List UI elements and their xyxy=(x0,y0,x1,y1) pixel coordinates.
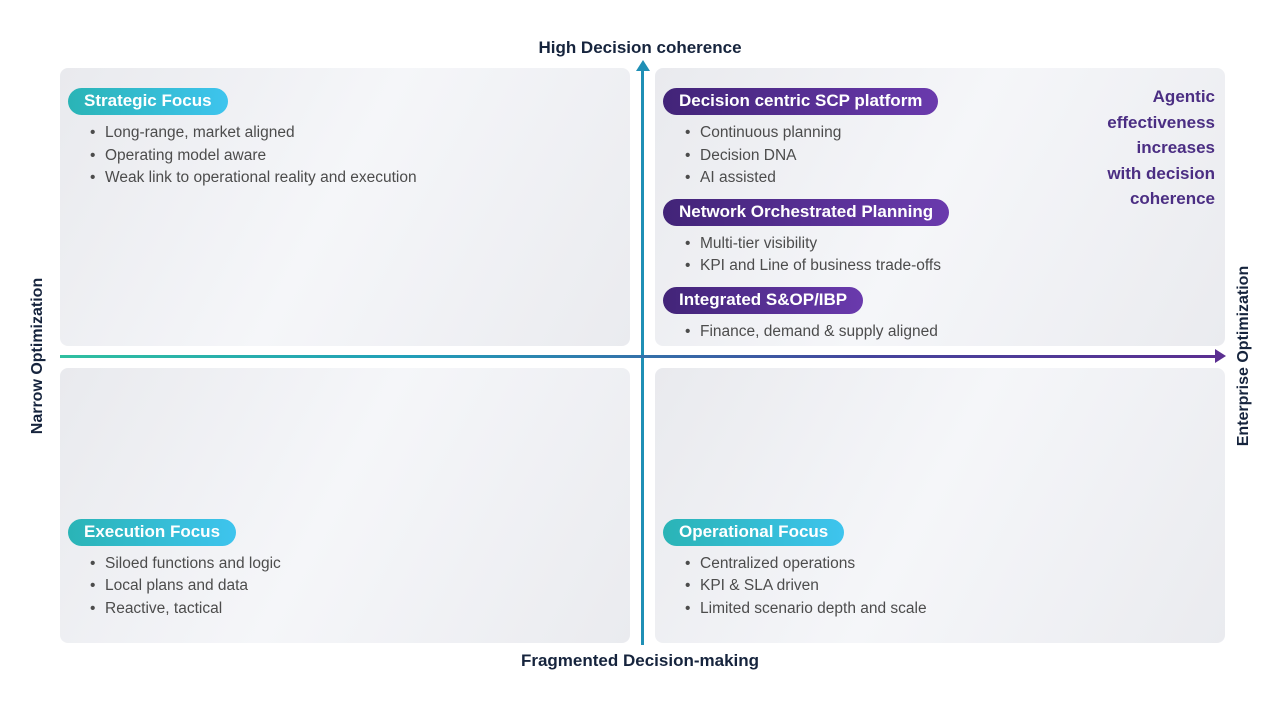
horizontal-axis-line xyxy=(60,354,1217,358)
horizontal-axis-arrowhead-icon xyxy=(1215,349,1226,363)
annotation-line: with decision xyxy=(1107,163,1215,183)
annotation-line: Agentic xyxy=(1152,87,1215,106)
axis-label-right: Enterprise Optimization xyxy=(1235,265,1252,447)
quadrant-top-right: Decision centric SCP platform Continuous… xyxy=(655,68,1225,346)
bullet-item: Siloed functions and logic xyxy=(90,553,612,576)
group-title-pill: Integrated S&OP/IBP xyxy=(663,286,864,314)
bullet-list: Finance, demand & supply aligned xyxy=(663,321,1207,344)
quadrant-bottom-left: Execution Focus Siloed functions and log… xyxy=(60,368,630,643)
group-operational-focus: Operational Focus Centralized operations… xyxy=(663,518,1207,630)
bullet-list: Long-range, market aligned Operating mod… xyxy=(68,122,612,190)
group-execution-focus: Execution Focus Siloed functions and log… xyxy=(68,518,612,630)
bullet-item: Weak link to operational reality and exe… xyxy=(90,167,612,190)
bullet-item: Multi-tier visibility xyxy=(685,233,1207,256)
group-title-pill: Strategic Focus xyxy=(68,88,228,115)
bullet-item: KPI & SLA driven xyxy=(685,575,1207,598)
bullet-item: Reactive, tactical xyxy=(90,598,612,621)
group-strategic-focus: Strategic Focus Long-range, market align… xyxy=(68,88,612,190)
bullet-item: Continuous planning xyxy=(685,122,1207,145)
bullet-list: Centralized operations KPI & SLA driven … xyxy=(663,553,1207,621)
group-title-pill: Execution Focus xyxy=(68,518,237,546)
vertical-axis-line xyxy=(641,70,644,645)
agentic-effectiveness-annotation: Agentic effectiveness increases with dec… xyxy=(1065,84,1215,212)
group-decision-centric-scp-platform: Decision centric SCP platform Continuous… xyxy=(663,88,1207,190)
annotation-line: coherence xyxy=(1129,189,1215,208)
bullet-item: Operating model aware xyxy=(90,145,612,168)
bullet-item: Local plans and data xyxy=(90,575,612,598)
bullet-item: Centralized operations xyxy=(685,553,1207,576)
group-title-pill: Operational Focus xyxy=(663,518,845,546)
bullet-list: Siloed functions and logic Local plans a… xyxy=(68,553,612,621)
annotation-line: effectiveness xyxy=(1107,112,1215,132)
bullet-item: Limited scenario depth and scale xyxy=(685,598,1207,621)
annotation-line: increases xyxy=(1136,138,1215,157)
group-title-pill: Network Orchestrated Planning xyxy=(663,198,950,226)
bullet-list: Continuous planning Decision DNA AI assi… xyxy=(663,122,1207,190)
axis-label-top: High Decision coherence xyxy=(538,38,742,57)
vertical-axis-arrowhead-icon xyxy=(635,60,650,71)
group-network-orchestrated-planning: Network Orchestrated Planning Multi-tier… xyxy=(663,198,1207,278)
group-title-pill: Decision centric SCP platform xyxy=(663,88,939,115)
quadrant-top-left: Strategic Focus Long-range, market align… xyxy=(60,68,630,346)
bullet-item: AI assisted xyxy=(685,167,1207,190)
group-integrated-sop-ibp: Integrated S&OP/IBP Finance, demand & su… xyxy=(663,286,1207,344)
bullet-item: KPI and Line of business trade-offs xyxy=(685,255,1207,278)
bullet-item: Finance, demand & supply aligned xyxy=(685,321,1207,344)
bullet-item: Long-range, market aligned xyxy=(90,122,612,145)
axis-label-left: Narrow Optimization xyxy=(29,277,46,435)
quadrant-bottom-right: Operational Focus Centralized operations… xyxy=(655,368,1225,643)
bullet-item: Decision DNA xyxy=(685,145,1207,168)
axis-label-bottom: Fragmented Decision-making xyxy=(520,651,760,670)
bullet-list: Multi-tier visibility KPI and Line of bu… xyxy=(663,233,1207,278)
